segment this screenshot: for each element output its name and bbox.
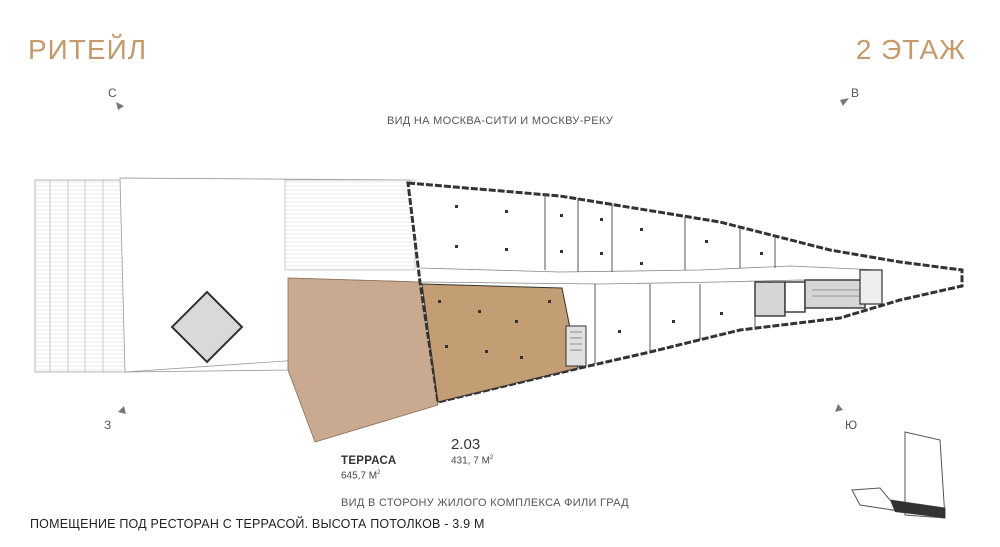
compass-south-arrow <box>835 404 843 412</box>
compass-west-arrow <box>118 406 126 414</box>
hatched-zone <box>284 179 416 271</box>
stair-core <box>565 325 587 367</box>
columns <box>438 205 763 359</box>
unit-number-label: 2.03 <box>451 436 481 453</box>
corridor-line-1 <box>419 265 881 273</box>
east-core <box>754 269 883 317</box>
compass-east-arrow <box>840 98 849 106</box>
terrace-area <box>287 277 439 443</box>
view-label-top: ВИД НА МОСКВА-СИТИ И МОСКВУ-РЕКУ <box>386 115 614 127</box>
compass-north-arrow <box>116 102 124 110</box>
ramp-block <box>34 179 126 373</box>
floor-title: 2 ЭТАЖ <box>855 34 966 65</box>
diamond-feature <box>170 290 244 364</box>
compass-east-label: В <box>851 86 860 100</box>
location-key <box>851 431 946 519</box>
footer-note: ПОМЕЩЕНИЕ ПОД РЕСТОРАН С ТЕРРАСОЙ. ВЫСОТ… <box>30 517 485 531</box>
page-title-retail: РИТЕЙЛ <box>28 34 148 65</box>
unit-area-label: 431, 7 М2 <box>451 455 494 467</box>
terrace-area-label: 645,7 М2 <box>341 470 381 482</box>
view-label-bottom: ВИД В СТОРОНУ ЖИЛОГО КОМПЛЕКСА ФИЛИ ГРАД <box>341 497 629 509</box>
compass-north-label: С <box>108 86 117 100</box>
compass-west-label: З <box>104 418 112 432</box>
terrace-name-label: ТЕРРАСА <box>341 455 397 467</box>
unit-2-03 <box>421 283 579 403</box>
north-partitions <box>544 194 776 272</box>
compass-south-label: Ю <box>845 418 858 432</box>
